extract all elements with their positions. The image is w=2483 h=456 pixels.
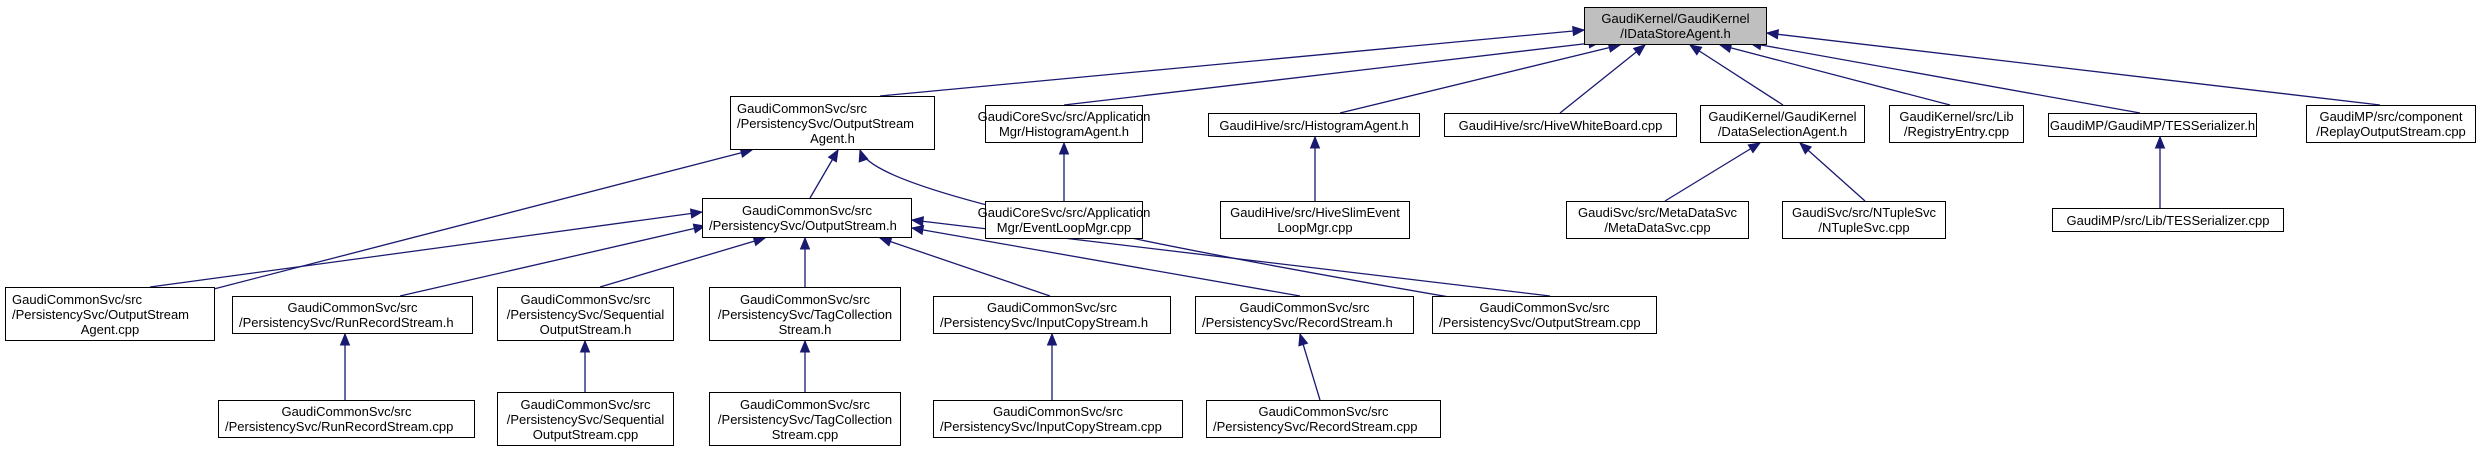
- edge-arrowhead: [1765, 29, 1780, 40]
- node-recordstream-h[interactable]: GaudiCommonSvc/src/PersistencySvc/Record…: [1195, 296, 1414, 334]
- edge-meta_data_svc_cpp-to-data_selection_agent_h: [1664, 142, 1762, 202]
- edge-line: [1063, 41, 1601, 106]
- edge-tes_serializer_h-to-root: [1748, 39, 2141, 114]
- edge-arrowhead: [1309, 135, 1321, 149]
- edge-arrowhead: [1747, 142, 1762, 154]
- edge-hive_histogram_agent_h-to-root: [1339, 42, 1622, 114]
- node-ntuplesvc-cpp[interactable]: GaudiSvc/src/NTupleSvc/NTupleSvc.cpp: [1782, 201, 1946, 239]
- edge-arrowhead: [1688, 44, 1703, 56]
- edge-registry_entry_cpp-to-root: [1718, 42, 1951, 106]
- node-inputcopystream-h[interactable]: GaudiCommonSvc/src/PersistencySvc/InputC…: [933, 296, 1171, 334]
- node-runrecordstream-cpp[interactable]: GaudiCommonSvc/src/PersistencySvc/RunRec…: [218, 400, 475, 438]
- edge-hive_whiteboard_cpp-to-root: [1559, 44, 1647, 114]
- edge-line: [399, 225, 706, 297]
- edge-run_record_stream_cpp-to-run_record_stream_h: [339, 332, 351, 400]
- edge-lib_tes_serializer_cpp-to-tes_serializer_h: [2154, 135, 2166, 208]
- edge-arrowhead: [1572, 25, 1586, 37]
- node-outputstream-cpp[interactable]: GaudiCommonSvc/src/PersistencySvc/Output…: [1432, 296, 1657, 334]
- edge-tag_collection_stream_h-to-output_stream_h: [799, 236, 811, 287]
- node-tagcollectionstream-h[interactable]: GaudiCommonSvc/src/PersistencySvc/TagCol…: [709, 287, 901, 341]
- node-outputstream-h[interactable]: GaudiCommonSvc/src/PersistencySvc/Output…: [702, 198, 912, 238]
- edge-arrowhead: [2154, 135, 2166, 149]
- edge-arrowhead: [579, 339, 591, 353]
- edge-arrowhead: [1046, 332, 1058, 346]
- edge-data_selection_agent_h-to-root: [1688, 44, 1784, 106]
- edge-line: [911, 227, 1301, 297]
- edge-arrowhead: [858, 148, 869, 163]
- edge-input_copy_stream_h-to-output_stream_h: [878, 236, 1051, 297]
- node-lib-tesserializer-cpp[interactable]: GaudiMP/src/Lib/TESSerializer.cpp: [2052, 208, 2284, 232]
- edge-line: [149, 211, 703, 288]
- edge-record_stream_h-to-output_stream_h: [910, 224, 1301, 297]
- node-sequentialoutputstream-cpp[interactable]: GaudiCommonSvc/src/PersistencySvc/Sequen…: [497, 392, 674, 446]
- edge-line: [1664, 142, 1761, 202]
- edge-core_histogram_agent_h-to-root: [1063, 38, 1602, 106]
- edge-arrowhead: [689, 208, 704, 219]
- node-hivewhiteboard-cpp[interactable]: GaudiHive/src/HiveWhiteBoard.cpp: [1444, 113, 1677, 137]
- edge-run_record_stream_h-to-output_stream_h: [399, 223, 707, 297]
- node-outputstreamagent-h[interactable]: GaudiCommonSvc/src/PersistencySvc/Output…: [730, 96, 935, 150]
- edge-sequential_output_stream_cpp-to-sequential_output_stream_h: [579, 339, 591, 392]
- edge-line: [1559, 44, 1646, 114]
- edge-line: [209, 149, 753, 291]
- edge-arrowhead: [910, 216, 925, 227]
- edge-line: [1749, 42, 2141, 114]
- node-registryentry-cpp[interactable]: GaudiKernel/src/Lib/RegistryEntry.cpp: [1889, 105, 2024, 143]
- edge-output_stream_agent_cpp-to-output_stream_h: [149, 208, 704, 288]
- edge-arrowhead: [1058, 141, 1070, 155]
- edge-line: [1799, 142, 1866, 202]
- node-replayoutputstream-cpp[interactable]: GaudiMP/src/component/ReplayOutputStream…: [2306, 105, 2476, 143]
- node-dataselectionagent-h[interactable]: GaudiKernel/GaudiKernel/DataSelectionAge…: [1700, 105, 1865, 143]
- edge-line: [599, 237, 766, 288]
- node-hive-histogramagent-h[interactable]: GaudiHive/src/HistogramAgent.h: [1208, 113, 1420, 137]
- edge-hive_slim_event_loop_cpp-to-hive_histogram_agent_h: [1309, 135, 1321, 201]
- edge-output_stream_agent_cpp-to-output_stream_agent_h: [209, 147, 754, 291]
- edge-arrowhead: [1799, 142, 1813, 155]
- edge-line: [1766, 32, 2381, 106]
- edge-arrowhead: [799, 339, 811, 353]
- edge-line: [1719, 44, 1951, 106]
- edge-event_loop_mgr_cpp-to-core_histogram_agent_h: [1058, 141, 1070, 201]
- edge-arrowhead: [1632, 44, 1647, 57]
- edge-output_stream_h-to-output_stream_agent_h: [809, 148, 839, 199]
- edge-arrowhead: [910, 224, 925, 236]
- edge-line: [1689, 44, 1784, 106]
- edge-tag_collection_stream_cpp-to-tag_collection_stream_h: [799, 339, 811, 392]
- node-inputcopystream-cpp[interactable]: GaudiCommonSvc/src/PersistencySvc/InputC…: [933, 400, 1183, 438]
- node-runrecordstream-h[interactable]: GaudiCommonSvc/src/PersistencySvc/RunRec…: [232, 296, 473, 334]
- node-tesserializer-h[interactable]: GaudiMP/GaudiMP/TESSerializer.h: [2048, 113, 2257, 137]
- edge-ntuple_svc_cpp-to-data_selection_agent_h: [1799, 142, 1866, 202]
- edge-arrowhead: [878, 236, 893, 247]
- edge-input_copy_stream_cpp-to-input_copy_stream_h: [1046, 332, 1058, 400]
- node-tagcollectionstream-cpp[interactable]: GaudiCommonSvc/src/PersistencySvc/TagCol…: [709, 392, 901, 446]
- edge-arrowhead: [339, 332, 351, 346]
- edge-line: [879, 29, 1585, 97]
- edge-arrowhead: [752, 236, 767, 247]
- node-recordstream-cpp[interactable]: GaudiCommonSvc/src/PersistencySvc/Record…: [1206, 400, 1441, 438]
- edge-replay_output_stream_cpp-to-root: [1765, 29, 2381, 106]
- node-sequentialoutputstream-h[interactable]: GaudiCommonSvc/src/PersistencySvc/Sequen…: [497, 287, 674, 341]
- node-metadatasvc-cpp[interactable]: GaudiSvc/src/MetaDataSvc/MetaDataSvc.cpp: [1566, 201, 1749, 239]
- node-idatastoreagent-h[interactable]: GaudiKernel/GaudiKernel/IDataStoreAgent.…: [1584, 7, 1767, 45]
- edge-arrowhead: [799, 236, 811, 250]
- node-outputstreamagent-cpp[interactable]: GaudiCommonSvc/src/PersistencySvc/Output…: [5, 287, 215, 341]
- edge-record_stream_cpp-to-record_stream_h: [1298, 332, 1321, 401]
- edge-arrowhead: [1298, 332, 1309, 347]
- edge-output_stream_agent_h-to-root: [879, 25, 1586, 97]
- edge-line: [1339, 44, 1621, 114]
- edge-line: [879, 237, 1051, 297]
- edge-arrowhead: [827, 148, 839, 163]
